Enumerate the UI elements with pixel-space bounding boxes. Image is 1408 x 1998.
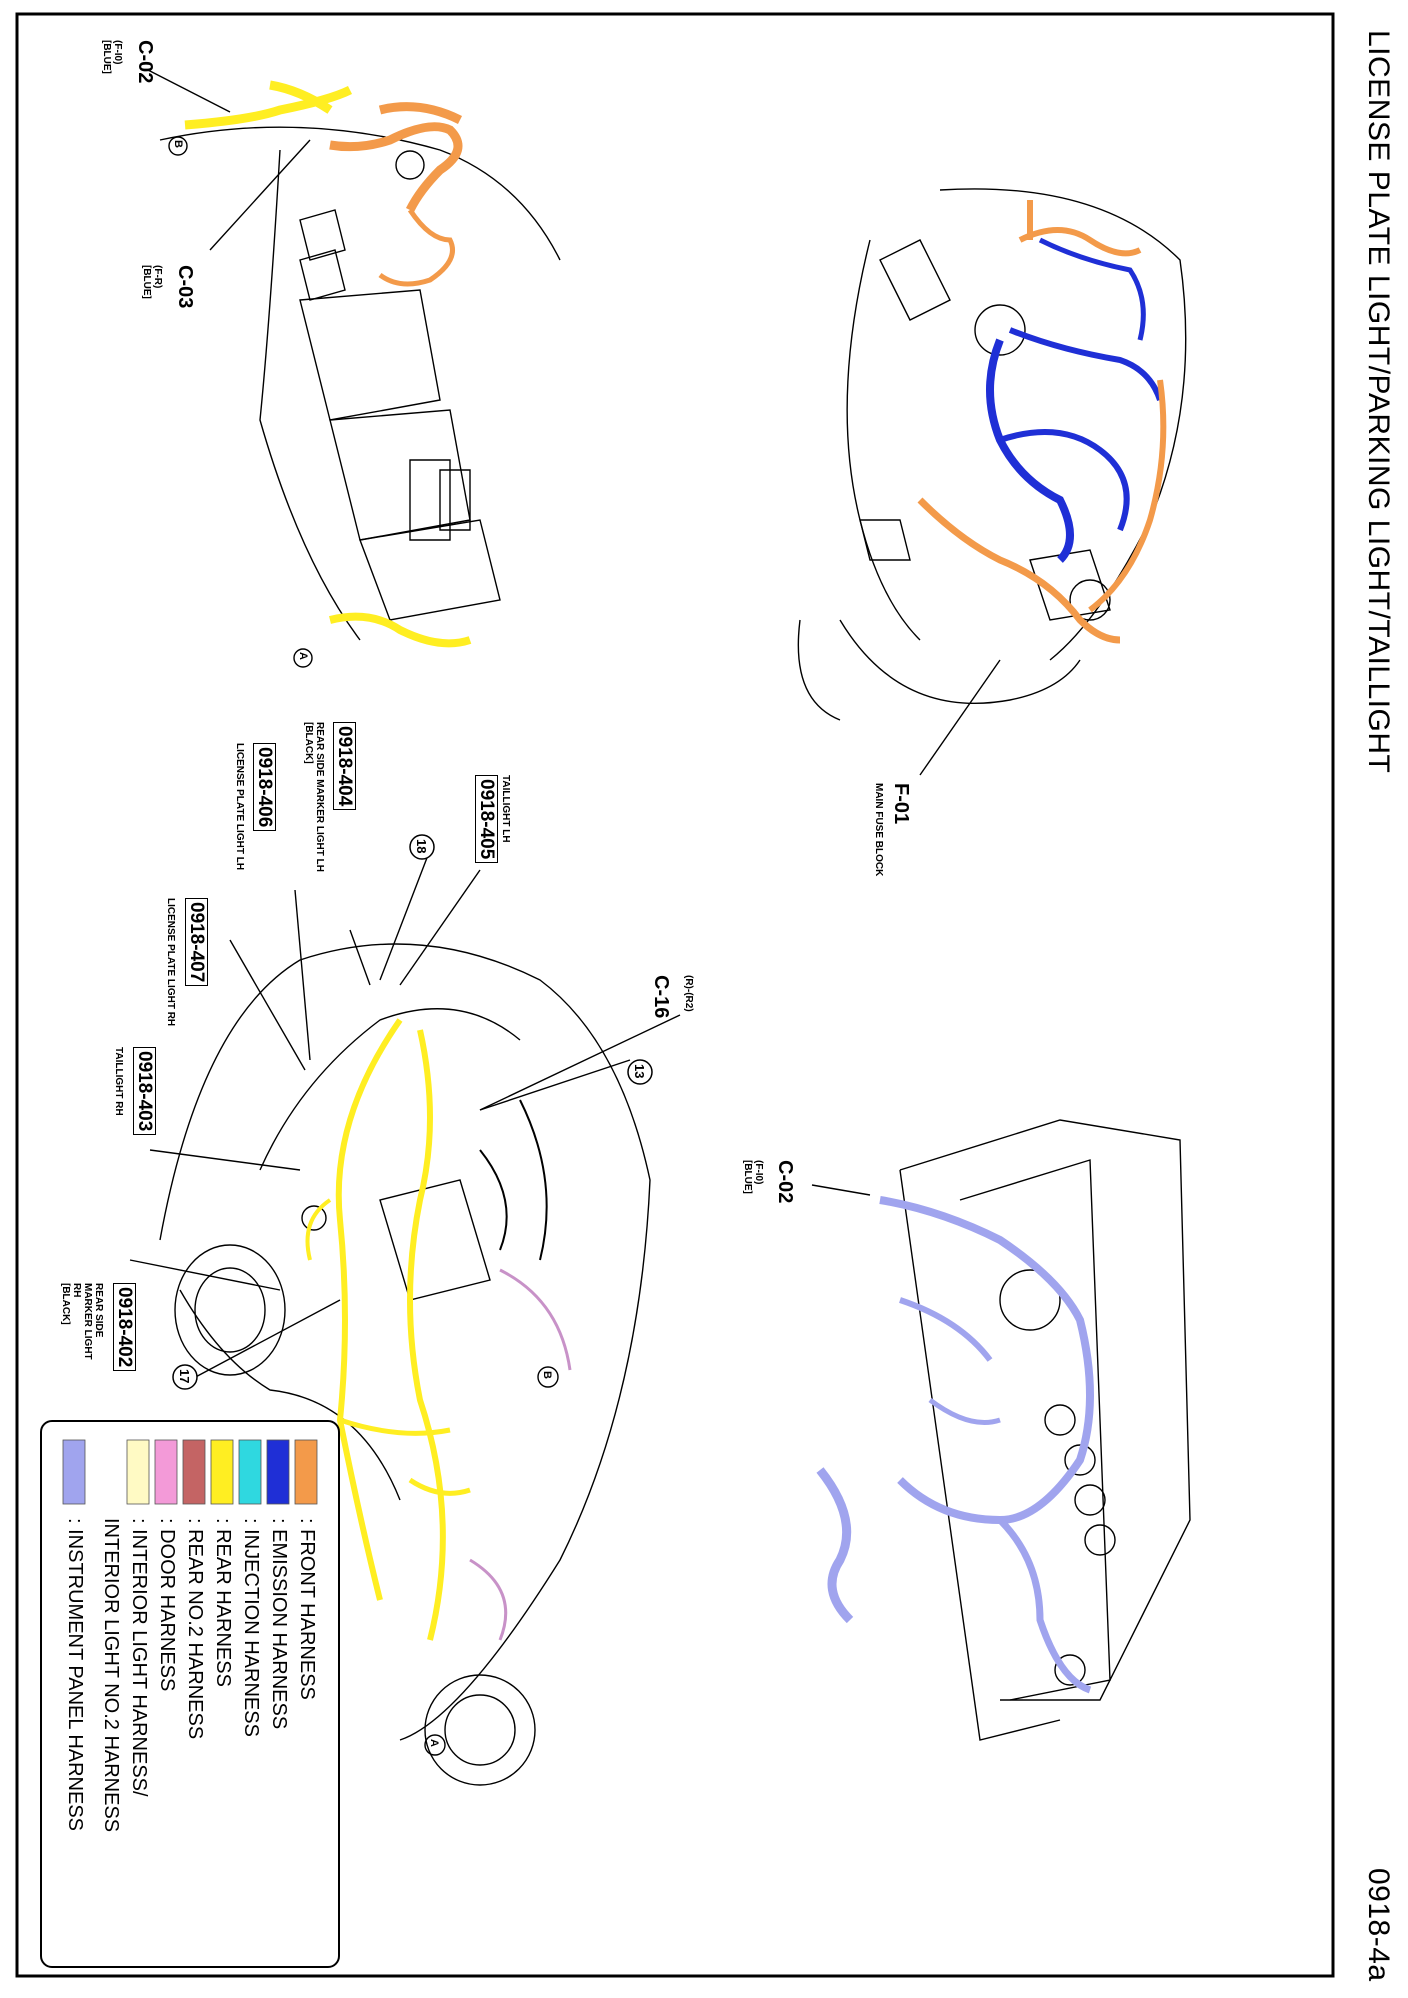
legend-label: INTERIOR LIGHT NO.2 HARNESS bbox=[100, 1518, 122, 1833]
legend-label: : DOOR HARNESS bbox=[156, 1518, 178, 1692]
c02-top-meta: (F-I0) [BLUE] bbox=[101, 40, 123, 74]
ref-0918-402[interactable]: 0918-402 bbox=[113, 1283, 136, 1372]
ref-code: 0918-407 bbox=[185, 898, 208, 987]
callout-13: 13 bbox=[632, 1064, 647, 1079]
dash-interior-view bbox=[159, 126, 561, 668]
c03-id: C-03 bbox=[174, 265, 196, 309]
callout-18: 18 bbox=[414, 839, 429, 854]
c02-ip-sub: (F-I0) bbox=[753, 1160, 764, 1185]
ref-code: 0918-402 bbox=[113, 1283, 136, 1372]
c03-color: [BLUE] bbox=[141, 265, 152, 299]
c03-sub: (F-R) bbox=[152, 265, 163, 289]
ref-color: [BLACK] bbox=[60, 1283, 71, 1325]
ref-0918-403-desc: TAILLIGHT RH bbox=[113, 1047, 124, 1116]
marker-b-top: B bbox=[172, 140, 184, 148]
legend-label: : EMISSION HARNESS bbox=[268, 1518, 290, 1730]
page-title: LICENSE PLATE LIGHT/PARKING LIGHT/TAILLI… bbox=[1362, 30, 1395, 774]
ref-0918-402-desc: REAR SIDE MARKER LIGHT RH [BLACK] bbox=[60, 1283, 104, 1373]
ref-0918-406-desc: LICENSE PLATE LIGHT LH bbox=[234, 743, 245, 871]
marker-a-top: A bbox=[297, 652, 309, 660]
ref-0918-405-desc: TAILLIGHT LH bbox=[500, 775, 511, 843]
ref-code: 0918-403 bbox=[133, 1047, 156, 1136]
ref-code: 0918-406 bbox=[253, 743, 276, 832]
ref-code: 0918-404 bbox=[333, 722, 356, 811]
legend-label: : FRONT HARNESS bbox=[296, 1518, 318, 1700]
ref-0918-407[interactable]: 0918-407 bbox=[185, 898, 208, 987]
ref-0918-405[interactable]: 0918-405 bbox=[475, 775, 498, 864]
c16-sub: (R)-(R2) bbox=[683, 975, 694, 1012]
c16-id: C-16 bbox=[650, 975, 672, 1019]
c03-meta: (F-R) [BLUE] bbox=[141, 265, 163, 299]
ref-color: [BLACK] bbox=[303, 722, 314, 764]
c02-top-sub: (F-I0) bbox=[112, 40, 123, 65]
c02-top-id: C-02 bbox=[134, 40, 156, 84]
ref-0918-404[interactable]: 0918-404 bbox=[333, 722, 356, 811]
legend-label: : INJECTION HARNESS bbox=[240, 1518, 262, 1737]
f01-label: MAIN FUSE BLOCK bbox=[873, 783, 884, 877]
c02-top-color: [BLUE] bbox=[101, 40, 112, 74]
c02-top-label: C-02 bbox=[133, 40, 156, 83]
f01-id: F-01 bbox=[890, 783, 912, 825]
ref-0918-404-desc: REAR SIDE MARKER LIGHT LH [BLACK] bbox=[303, 722, 325, 872]
legend-label: : REAR NO.2 HARNESS bbox=[184, 1518, 206, 1740]
callout-17-circle bbox=[172, 1364, 198, 1390]
harness-legend bbox=[40, 1420, 340, 1968]
c02-ip-meta: (F-I0) [BLUE] bbox=[742, 1160, 764, 1194]
ref-0918-406[interactable]: 0918-406 bbox=[253, 743, 276, 832]
callout-13-circle bbox=[627, 1059, 653, 1085]
legend-label: : INTERIOR LIGHT HARNESS/ bbox=[128, 1518, 150, 1797]
page-code: 0918-4a bbox=[1362, 1868, 1395, 1982]
marker-a-bottom: A bbox=[428, 1739, 440, 1747]
ref-label: REAR SIDE MARKER LIGHT LH bbox=[314, 722, 325, 872]
callout-17: 17 bbox=[177, 1369, 192, 1384]
legend-label: : INSTRUMENT PANEL HARNESS bbox=[64, 1518, 86, 1832]
ref-code: 0918-405 bbox=[475, 775, 498, 864]
c02-ip-id: C-02 bbox=[774, 1160, 796, 1204]
ref-0918-403[interactable]: 0918-403 bbox=[133, 1047, 156, 1136]
marker-b-bottom: B bbox=[541, 1371, 553, 1379]
c02-ip-color: [BLUE] bbox=[742, 1160, 753, 1194]
instrument-panel-view bbox=[899, 1119, 1191, 1741]
legend-label: : REAR HARNESS bbox=[212, 1518, 234, 1687]
ref-label: REAR SIDE MARKER LIGHT RH bbox=[71, 1283, 104, 1360]
ref-0918-407-desc: LICENSE PLATE LIGHT RH bbox=[165, 898, 176, 1027]
callout-18-circle bbox=[409, 834, 435, 860]
